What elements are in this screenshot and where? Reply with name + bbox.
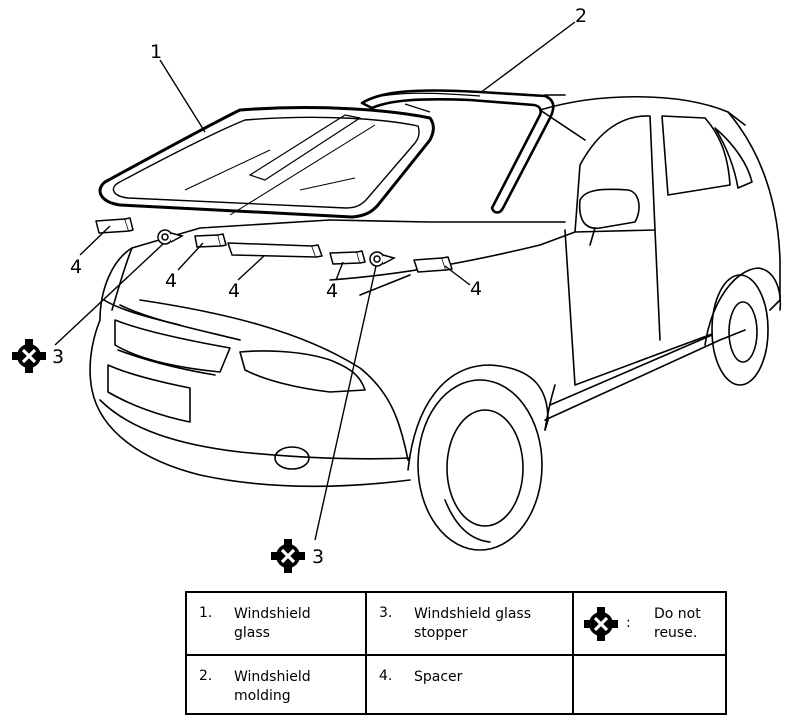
spacer-1 — [95, 217, 134, 234]
do-not-reuse-icon — [269, 537, 307, 575]
spacer-5 — [413, 256, 453, 273]
legend-item-number: 1. — [199, 605, 213, 621]
glass-stoppers — [157, 229, 396, 267]
spacer-2 — [194, 233, 227, 248]
legend-item-number: 2. — [199, 668, 213, 684]
callout-4-e: 4 — [470, 278, 482, 300]
legend-item-1: 1. Windshield glass — [185, 591, 367, 656]
callout-4-d: 4 — [326, 280, 338, 302]
legend-table: 1. Windshield glass 3. Windshield glass … — [185, 591, 727, 715]
callout-4-a: 4 — [70, 256, 82, 278]
stopper-left — [157, 229, 184, 245]
legend-item-label: stopper — [414, 625, 468, 641]
windshield-molding — [360, 89, 555, 214]
spacers — [95, 217, 453, 273]
callout-2: 2 — [575, 5, 587, 27]
vehicle-body — [89, 94, 782, 551]
spacer-3 — [227, 242, 323, 258]
legend-item-3: 3. Windshield glass stopper — [365, 591, 574, 656]
legend-item-label: molding — [234, 688, 291, 704]
callout-3-b: 3 — [312, 546, 324, 568]
callout-4-b: 4 — [165, 270, 177, 292]
windshield-glass — [98, 106, 435, 219]
windshield-diagram: 1 2 4 4 4 4 4 3 3 — [10, 5, 782, 575]
legend-item-label: glass — [234, 625, 270, 641]
legend-item-4: 4. Spacer — [365, 654, 574, 715]
stopper-right — [369, 251, 396, 267]
legend-colon: : — [626, 615, 631, 631]
leader-lines — [54, 21, 576, 541]
legend-item-label: Windshield — [234, 606, 311, 622]
legend-item-label: Windshield glass — [414, 606, 532, 622]
spacer-4 — [329, 250, 366, 265]
callout-labels: 1 2 4 4 4 4 4 3 3 — [52, 5, 587, 568]
do-not-reuse-icon — [10, 337, 48, 375]
legend-item-number: 4. — [379, 668, 393, 684]
legend-item-label: Spacer — [414, 669, 463, 685]
legend-empty-cell — [572, 654, 727, 715]
legend-symbol-key: : Do not reuse. — [572, 591, 727, 656]
callout-3-a: 3 — [52, 346, 64, 368]
legend-symbol-label: Do not — [654, 606, 701, 622]
legend-item-number: 3. — [379, 605, 393, 621]
callout-4-c: 4 — [228, 280, 240, 302]
legend-item-2: 2. Windshield molding — [185, 654, 367, 715]
do-not-reuse-icon — [584, 607, 618, 641]
legend-symbol-label: reuse. — [654, 625, 698, 641]
legend-item-label: Windshield — [234, 669, 311, 685]
callout-1: 1 — [150, 41, 162, 63]
